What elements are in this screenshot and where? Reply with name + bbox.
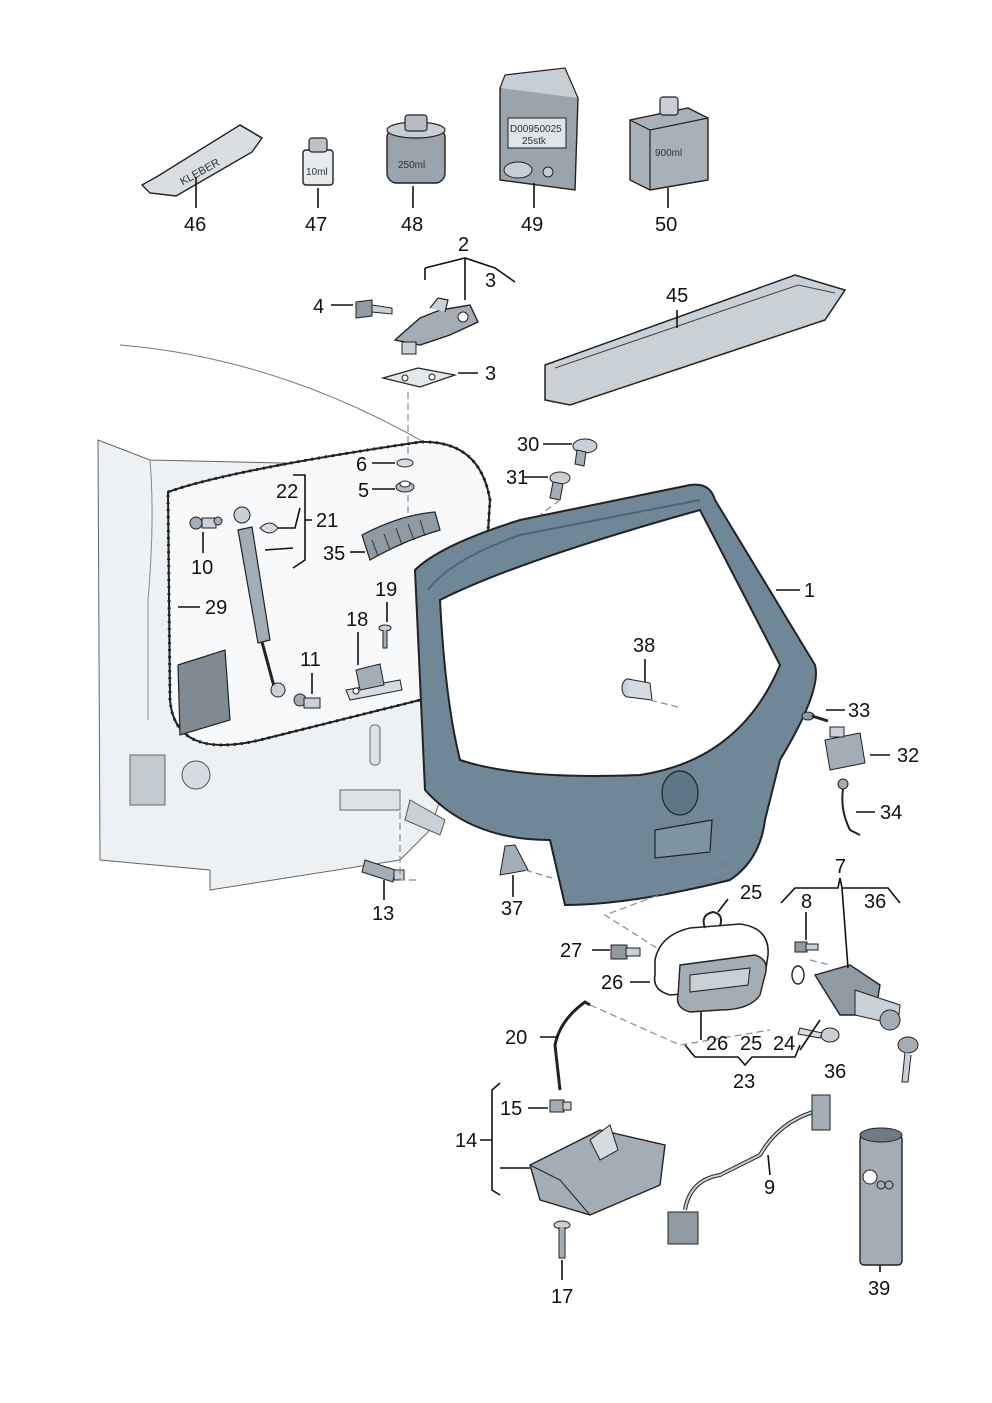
- callout-26-left: 26: [601, 972, 623, 994]
- callout-5: 5: [358, 480, 369, 502]
- ball-pin-upper: [189, 516, 223, 530]
- callout-3: 3: [485, 363, 496, 385]
- callout-23: 23: [733, 1071, 755, 1093]
- callout-8: 8: [801, 891, 812, 913]
- can-250ml: 250ml: [386, 114, 446, 184]
- cap-nut: [572, 438, 598, 467]
- callout-29: 29: [205, 597, 227, 619]
- callout-35: 35: [323, 543, 345, 565]
- box-900ml: 900ml: [629, 96, 709, 191]
- hinge: [393, 297, 479, 355]
- operating-rod: [553, 1000, 591, 1091]
- screw-33: [801, 711, 829, 723]
- callout-20: 20: [505, 1027, 527, 1049]
- switch-32: [824, 726, 866, 771]
- grease-can: [859, 1127, 903, 1266]
- screw-19: [378, 624, 392, 649]
- callout-30: 30: [517, 434, 539, 456]
- callout-36-top: 36: [864, 891, 886, 913]
- callout-32: 32: [897, 745, 919, 767]
- can-label: 250ml: [398, 160, 425, 171]
- hinge-bolt: [355, 299, 393, 319]
- circlip: [702, 910, 723, 929]
- callout-25-top: 25: [740, 882, 762, 904]
- callout-33: 33: [848, 700, 870, 722]
- callout-45: 45: [666, 285, 688, 307]
- washer-24: [791, 965, 805, 985]
- callout-39: 39: [868, 1278, 890, 1300]
- callout-21: 21: [316, 510, 338, 532]
- tailgate: [413, 483, 817, 907]
- clip: [549, 471, 571, 501]
- assembly-lines: [399, 392, 831, 1046]
- seal-bag: D00950025 25stk: [499, 67, 579, 191]
- tailgate-handle: [676, 954, 767, 1013]
- callout-3-top: 3: [485, 270, 496, 292]
- key-36-b: [797, 1027, 840, 1043]
- clip-15: [549, 1099, 572, 1113]
- callout-25: 25: [740, 1033, 762, 1055]
- callout-47: 47: [305, 214, 327, 236]
- tailgate-lock: [529, 1124, 666, 1216]
- callout-labels: 1 2 3 3 4 45 6 5 30 31 22 21 10 35 19 29…: [184, 214, 919, 1308]
- washer: [396, 458, 414, 468]
- nut: [395, 480, 415, 493]
- callout-48: 48: [401, 214, 423, 236]
- callout-7: 7: [835, 856, 846, 878]
- bag-code: D00950025: [510, 124, 562, 135]
- callout-37: 37: [501, 898, 523, 920]
- callout-22: 22: [276, 481, 298, 503]
- wiring-harness: [667, 1094, 831, 1245]
- callout-18: 18: [346, 609, 368, 631]
- callout-17: 17: [551, 1286, 573, 1308]
- screw-17: [553, 1220, 571, 1259]
- callout-24: 24: [773, 1033, 795, 1055]
- callout-31: 31: [506, 467, 528, 489]
- callout-10: 10: [191, 557, 213, 579]
- callout-36: 36: [824, 1061, 846, 1083]
- buffer-37: [499, 844, 529, 876]
- bolt-27: [610, 944, 641, 960]
- callout-11: 11: [300, 649, 321, 671]
- callout-4: 4: [313, 296, 324, 318]
- ball-pin-lower: [293, 693, 321, 709]
- callout-15: 15: [500, 1098, 522, 1120]
- callout-2: 2: [458, 234, 469, 256]
- callout-9: 9: [764, 1177, 775, 1199]
- bolt-8: [794, 941, 819, 953]
- callout-34: 34: [880, 802, 902, 824]
- bottle-10ml: 10ml: [302, 137, 334, 186]
- key-36-a: [897, 1036, 919, 1083]
- callout-13: 13: [372, 903, 394, 925]
- callout-38: 38: [633, 635, 655, 657]
- cable-guide: [361, 511, 441, 561]
- bottle-label: 10ml: [306, 167, 328, 178]
- callout-26: 26: [706, 1033, 728, 1055]
- bag-count: 25stk: [522, 136, 547, 147]
- adhesive-tube: KLEBER: [140, 124, 264, 197]
- rear-spoiler: [544, 274, 847, 406]
- lock-cylinder: [813, 964, 901, 1031]
- callout-1: 1: [804, 580, 815, 602]
- callout-46: 46: [184, 214, 206, 236]
- callout-50: 50: [655, 214, 677, 236]
- callout-6: 6: [356, 454, 367, 476]
- hinge-gasket: [380, 367, 458, 388]
- buffer-bracket: [345, 663, 403, 701]
- buffer-38: [621, 678, 653, 701]
- door-sensor: [361, 859, 405, 883]
- gas-strut: [233, 506, 286, 698]
- callout-19: 19: [375, 579, 397, 601]
- box-label: 900ml: [655, 148, 682, 159]
- callout-49: 49: [521, 214, 543, 236]
- callout-27: 27: [560, 940, 582, 962]
- wiring-34: [837, 778, 861, 836]
- callout-14: 14: [455, 1130, 477, 1152]
- leader-lines: [178, 177, 901, 1280]
